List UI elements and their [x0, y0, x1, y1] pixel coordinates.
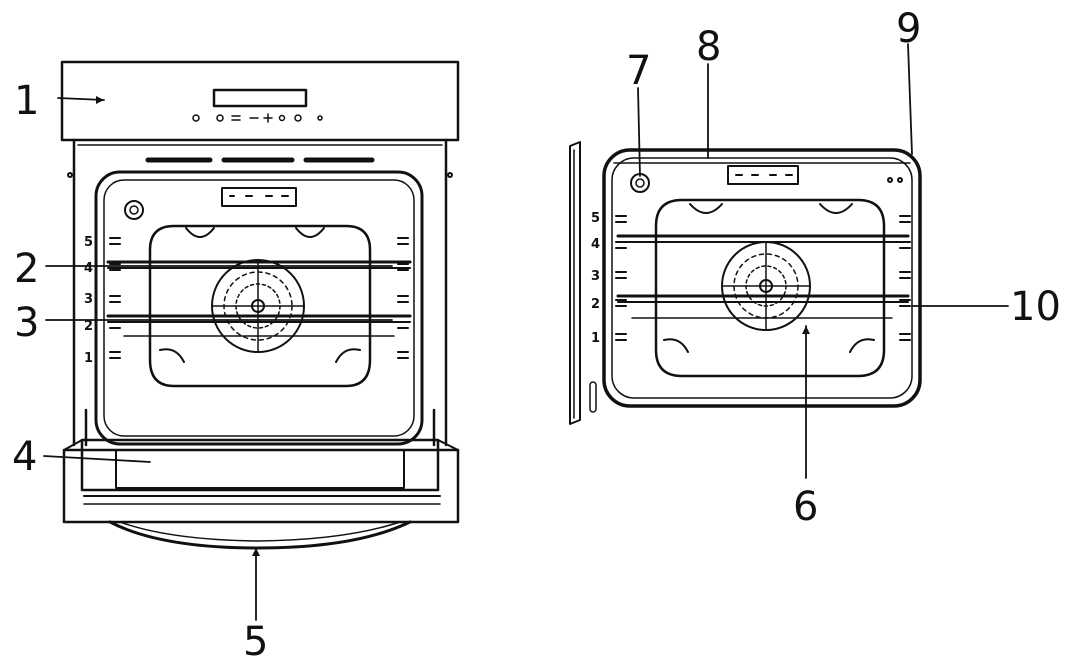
shelf-level-label: 4 — [591, 237, 600, 252]
door-glass — [115, 449, 405, 489]
left-shelf-rails — [109, 237, 121, 359]
top-heater-bracket — [221, 187, 297, 207]
top-heater-bracket-side — [727, 165, 799, 185]
oven-door — [62, 408, 460, 524]
oven-lamp — [124, 200, 144, 220]
front-view-oven — [60, 60, 460, 550]
callout-2: 2 — [14, 246, 39, 292]
callout-numbers: 1 2 3 4 5 6 7 8 9 10 — [12, 6, 1061, 660]
shelf-level-label: 5 — [84, 235, 93, 250]
callout-8: 8 — [696, 24, 721, 70]
side-shelf-level-labels: 5 4 3 2 1 — [591, 211, 600, 346]
shelf-level-label: 4 — [84, 261, 93, 276]
door-profile — [569, 141, 581, 425]
right-shelf-rails — [397, 237, 409, 359]
convection-fan — [211, 259, 305, 353]
shelf-level-label: 1 — [84, 351, 93, 366]
callout-5: 5 — [243, 619, 268, 660]
display-window — [212, 88, 308, 108]
leader-lines — [43, 43, 1009, 621]
callout-7: 7 — [626, 48, 651, 94]
shelf-level-label: 5 — [591, 211, 600, 226]
right-shelf-rails-side — [899, 215, 911, 341]
oven-cavity-side — [611, 157, 913, 399]
door-handle — [108, 520, 412, 550]
shelf-level-label: 2 — [591, 297, 600, 312]
baking-tray — [106, 314, 412, 337]
telescopic-rack — [616, 294, 910, 319]
back-panel-side — [654, 198, 886, 378]
control-symbols — [192, 113, 323, 123]
wire-shelf — [106, 260, 412, 269]
callout-6: 6 — [793, 484, 818, 530]
callout-10: 10 — [1010, 284, 1061, 330]
oven-frame — [602, 148, 922, 408]
side-view-oven — [569, 141, 922, 425]
callout-9: 9 — [896, 6, 921, 52]
callout-4: 4 — [12, 434, 37, 480]
convection-fan-side — [721, 241, 811, 331]
oven-cabinet — [72, 138, 448, 447]
oven-cavity — [94, 170, 424, 446]
callout-3: 3 — [14, 300, 39, 346]
shelf-level-label: 3 — [591, 269, 600, 284]
callout-1: 1 — [14, 78, 39, 124]
shelf-level-label: 2 — [84, 319, 93, 334]
wire-shelf-side — [616, 234, 910, 243]
front-shelf-level-labels: 5 4 3 2 1 — [84, 235, 93, 366]
shelf-level-label: 3 — [84, 292, 93, 307]
control-panel — [60, 60, 460, 142]
shelf-level-label: 1 — [591, 331, 600, 346]
back-panel — [148, 224, 372, 388]
